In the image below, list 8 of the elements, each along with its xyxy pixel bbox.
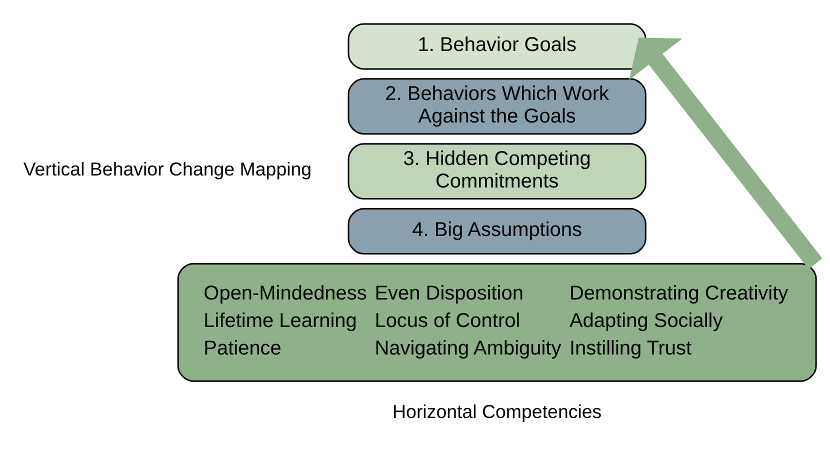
arrow	[629, 38, 822, 270]
node-box: 2. Behaviors Which Work Against the Goals	[348, 78, 646, 135]
node-box: 4. Big Assumptions	[348, 208, 646, 254]
label: Horizontal Competencies	[392, 400, 602, 422]
node-box: 3. Hidden Competing Commitments	[348, 143, 646, 200]
label: Vertical Behavior Change Mapping	[23, 158, 312, 180]
node-box: 1. Behavior Goals	[348, 23, 646, 70]
node-box: Open-Mindedness Even Disposition Demonstrating Creativity Lifetime Learning Locus of Control Adapting Socially Patience Navigating Ambiguity Instilling Trust	[177, 262, 817, 382]
